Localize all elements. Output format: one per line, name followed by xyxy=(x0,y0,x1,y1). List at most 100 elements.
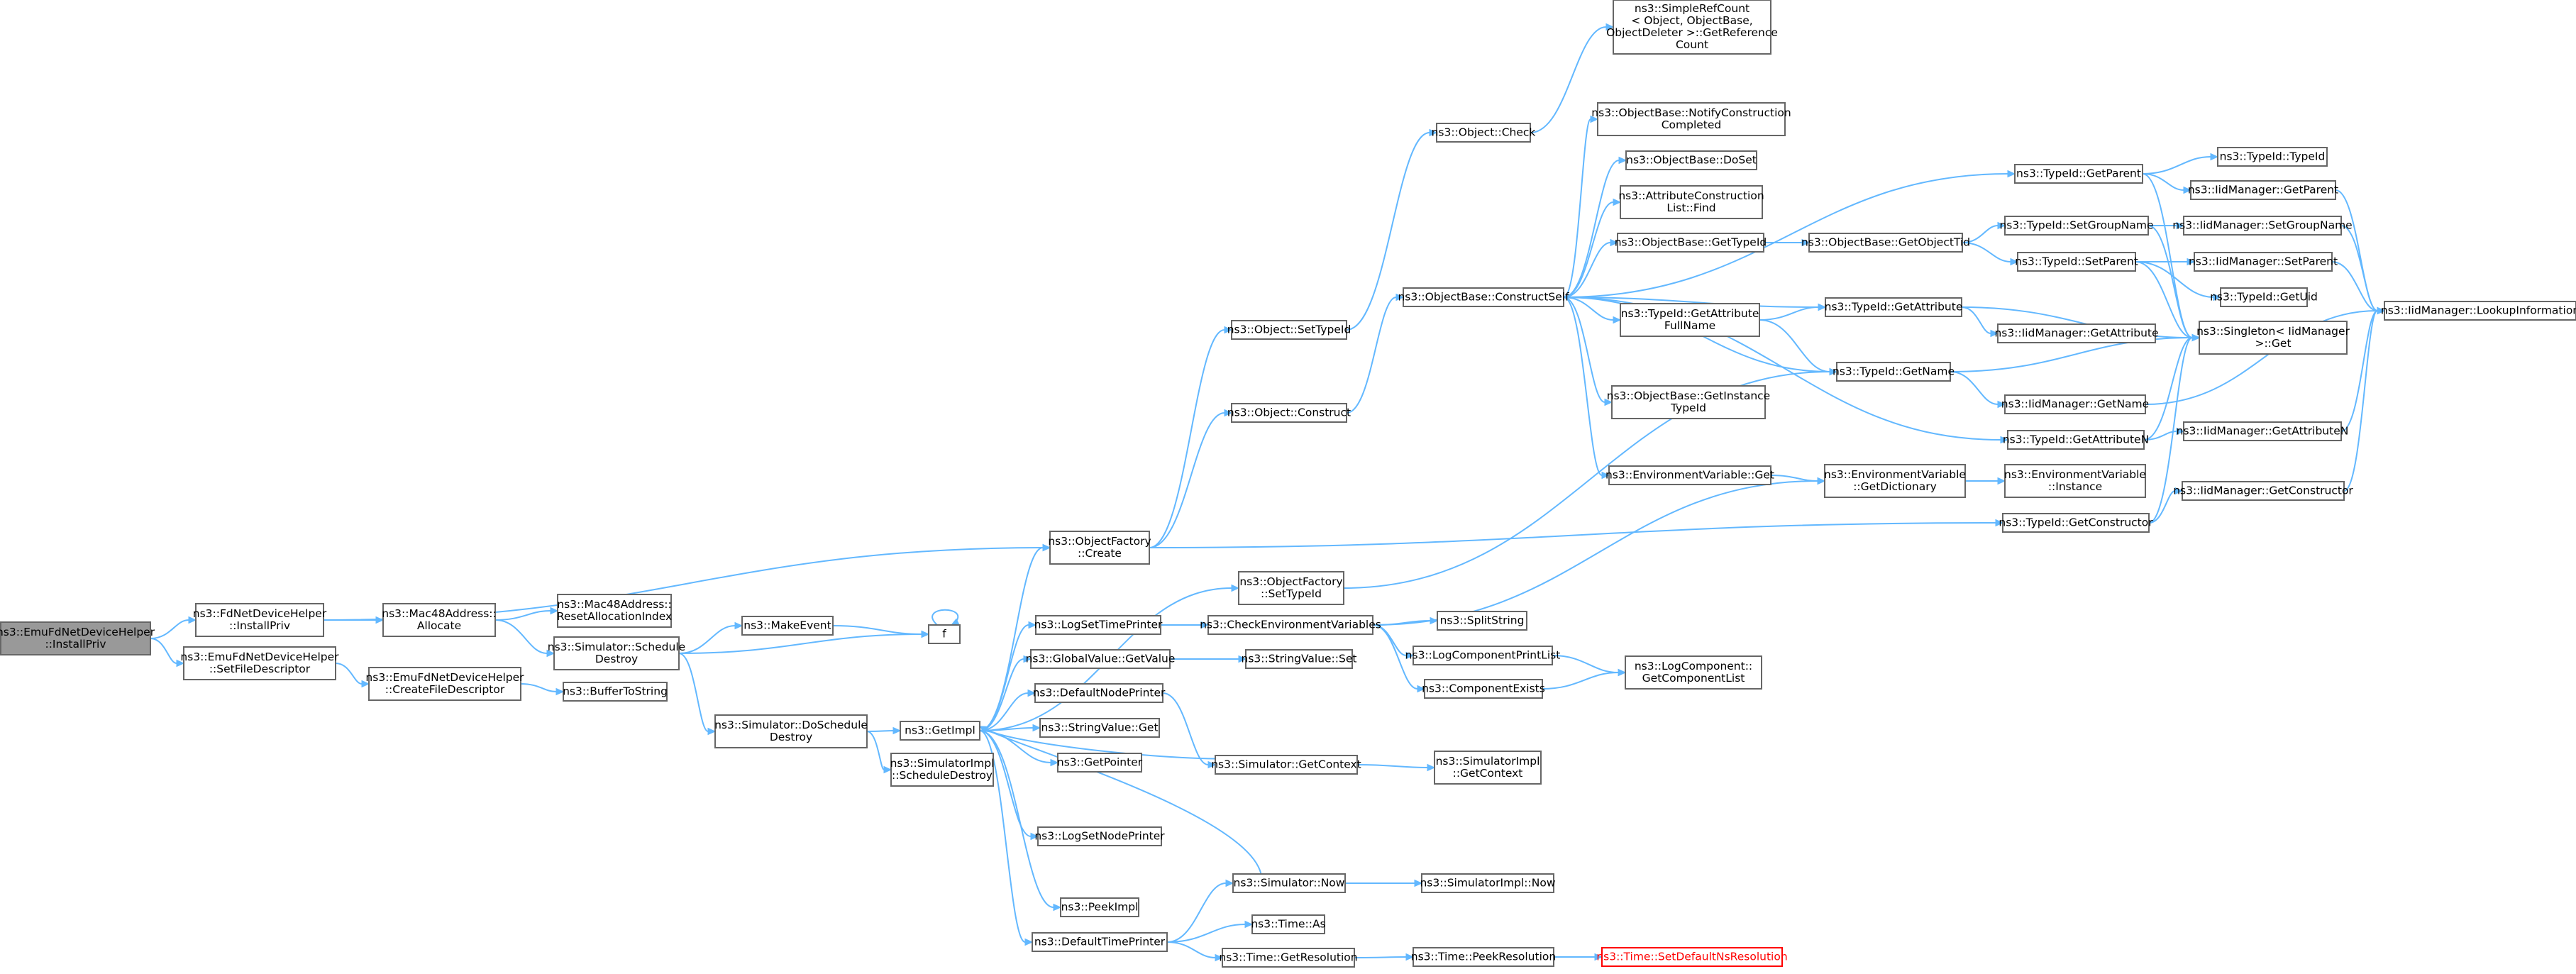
node-log-comp-print[interactable]: ns3::LogComponentPrintList xyxy=(1405,646,1561,665)
node-time-as[interactable]: ns3::Time::As xyxy=(1251,914,1326,934)
edge-arrow xyxy=(2377,306,2386,315)
node-sim-get-context[interactable]: ns3::Simulator::GetContext xyxy=(1211,755,1361,775)
node-tid-get-name[interactable]: ns3::TypeId::GetName xyxy=(1833,362,1955,382)
edge-arrow xyxy=(1405,651,1415,660)
node-time-set-default[interactable]: ns3::Time::SetDefaultNsResolution xyxy=(1596,947,1788,967)
node-time-peek-res[interactable]: ns3::Time::PeekResolution xyxy=(1411,947,1556,967)
node-split-string[interactable]: ns3::SplitString xyxy=(1437,611,1527,631)
node-env-get[interactable]: ns3::EnvironmentVariable::Get xyxy=(1605,465,1774,485)
node-label: ::InstallPriv xyxy=(45,638,106,651)
node-fd-install-priv[interactable]: ns3::FdNetDeviceHelper::InstallPriv xyxy=(193,603,327,637)
node-label: ns3::IidManager::GetName xyxy=(2001,398,2149,411)
node-time-get-res[interactable]: ns3::Time::GetResolution xyxy=(1219,948,1358,968)
node-obj-construct[interactable]: ns3::Object::Construct xyxy=(1227,403,1351,423)
node-box xyxy=(2004,216,2149,236)
node-obj-check[interactable]: ns3::Object::Check xyxy=(1432,123,1536,143)
node-simple-ref-count[interactable]: ns3::SimpleRefCount< Object, ObjectBase,… xyxy=(1606,0,1778,55)
node-construct-self[interactable]: ns3::ObjectBase::ConstructSelf xyxy=(1398,287,1569,307)
node-log-set-time[interactable]: ns3::LogSetTimePrinter xyxy=(1034,615,1163,635)
node-set-file-desc[interactable]: ns3::EmuFdNetDeviceHelper::SetFileDescri… xyxy=(180,646,339,680)
node-tid-get-constructor[interactable]: ns3::TypeId::GetConstructor xyxy=(1999,513,2153,533)
node-ob-get-object-tid[interactable]: ns3::ObjectBase::GetObjectTid xyxy=(1801,233,1970,253)
node-iid-set-group-name[interactable]: ns3::IidManager::SetGroupName xyxy=(2172,216,2353,236)
node-tid-set-group-name[interactable]: ns3::TypeId::SetGroupName xyxy=(1999,216,2154,236)
node-iid-set-parent[interactable]: ns3::IidManager::SetParent xyxy=(2189,252,2338,272)
node-get-impl[interactable]: ns3::GetImpl xyxy=(900,721,980,741)
node-tid-get-uid[interactable]: ns3::TypeId::GetUid xyxy=(2210,287,2318,307)
edge-arrow xyxy=(921,630,930,638)
node-iid-get-attr-n[interactable]: ns3::IidManager::GetAttributeN xyxy=(2177,421,2349,441)
node-tid-get-attribute[interactable]: ns3::TypeId::GetAttribute xyxy=(1825,297,1963,317)
node-iid-get-attribute[interactable]: ns3::IidManager::GetAttribute xyxy=(1994,323,2159,343)
node-sv-set[interactable]: ns3::StringValue::Set xyxy=(1242,649,1357,669)
node-gv-get-value[interactable]: ns3::GlobalValue::GetValue xyxy=(1026,649,1176,669)
node-create-file-desc[interactable]: ns3::EmuFdNetDeviceHelper::CreateFileDes… xyxy=(365,667,524,701)
node-f[interactable]: f xyxy=(928,624,961,644)
node-label: ns3::DefaultNodePrinter xyxy=(1033,687,1166,699)
node-env-instance[interactable]: ns3::EnvironmentVariable::Instance xyxy=(2004,464,2146,498)
edge-arrow xyxy=(707,727,717,736)
node-sched-destroy[interactable]: ns3::Simulator::ScheduleDestroy xyxy=(548,636,685,670)
edge-root-to-set-file-desc xyxy=(150,638,185,668)
node-ob-get-type-id[interactable]: ns3::ObjectBase::GetTypeId xyxy=(1615,233,1767,253)
node-iid-get-constructor[interactable]: ns3::IidManager::GetConstructor xyxy=(2173,481,2353,501)
edge-arrow xyxy=(2174,487,2184,495)
node-impl-get-context[interactable]: ns3::SimulatorImpl::GetContext xyxy=(1434,751,1542,785)
node-comp-exists[interactable]: ns3::ComponentExists xyxy=(1422,679,1545,699)
node-label: ns3::IidManager::GetParent xyxy=(2188,184,2338,197)
node-sv-get[interactable]: ns3::StringValue::Get xyxy=(1039,718,1160,738)
node-label: ns3::TypeId::GetUid xyxy=(2210,291,2318,304)
node-label: FullName xyxy=(1664,319,1715,332)
edge-tid-get-name-to-iid-get-name xyxy=(1950,371,2006,409)
node-sim-now[interactable]: ns3::Simulator::Now xyxy=(1232,873,1346,893)
edge-line xyxy=(1759,319,1830,372)
edge-line xyxy=(520,683,557,692)
edge-iid-set-parent-to-iid-lookup xyxy=(2331,261,2386,315)
node-tid-type-id[interactable]: ns3::TypeId::TypeId xyxy=(2217,147,2328,167)
node-ob-do-set[interactable]: ns3::ObjectBase::DoSet xyxy=(1625,150,1757,170)
node-of-create[interactable]: ns3::ObjectFactory::Create xyxy=(1048,531,1151,565)
edge-arrow xyxy=(2187,258,2196,266)
node-singleton-get[interactable]: ns3::Singleton< IidManager >::Get xyxy=(2196,321,2350,355)
node-check-env[interactable]: ns3::CheckEnvironmentVariables xyxy=(1200,615,1381,635)
edge-line xyxy=(2148,337,2193,524)
node-make-event[interactable]: ns3::MakeEvent xyxy=(741,616,834,636)
node-box xyxy=(1625,655,1762,690)
node-of-set-type-id[interactable]: ns3::ObjectFactory::SetTypeId xyxy=(1238,571,1344,605)
node-iid-get-name[interactable]: ns3::IidManager::GetName xyxy=(2001,394,2149,414)
node-box xyxy=(553,636,680,670)
node-impl-now[interactable]: ns3::SimulatorImpl::Now xyxy=(1420,873,1556,893)
node-log-set-node[interactable]: ns3::LogSetNodePrinter xyxy=(1034,826,1165,846)
node-tid-get-attr-n[interactable]: ns3::TypeId::GetAttributeN xyxy=(2003,430,2149,450)
edge-construct-self-to-env-get xyxy=(1563,297,1610,480)
node-tid-set-parent[interactable]: ns3::TypeId::SetParent xyxy=(2015,252,2138,272)
node-log-comp-get-list[interactable]: ns3::LogComponent::GetComponentList xyxy=(1625,655,1762,690)
node-buffer-to-string[interactable]: ns3::BufferToString xyxy=(563,682,668,702)
node-peek-impl[interactable]: ns3::PeekImpl xyxy=(1060,897,1139,917)
node-env-get-dict[interactable]: ns3::EnvironmentVariable::GetDictionary xyxy=(1824,464,1966,498)
edge-ob-get-object-tid-to-tid-set-group-name xyxy=(1962,221,2006,243)
node-mac-allocate[interactable]: ns3::Mac48Address::Allocate xyxy=(382,603,497,637)
node-iid-lookup[interactable]: ns3::IidManager::LookupInformation xyxy=(2381,301,2576,321)
node-mac-reset[interactable]: ns3::Mac48Address::ResetAllocationIndex xyxy=(557,594,672,628)
node-impl-sched-destroy[interactable]: ns3::SimulatorImpl::ScheduleDestroy xyxy=(890,753,995,787)
node-obj-set-type-id[interactable]: ns3::Object::SetTypeId xyxy=(1227,320,1351,340)
node-get-pointer[interactable]: ns3::GetPointer xyxy=(1057,753,1143,773)
edge-ob-get-type-id-to-ob-get-object-tid xyxy=(1763,238,1811,247)
edge-get-impl-to-peek-impl xyxy=(979,730,1062,912)
edge-arrow xyxy=(1604,398,1613,406)
edge-mac-allocate-to-sched-destroy xyxy=(494,619,555,658)
node-root[interactable]: ns3::EmuFdNetDeviceHelper::InstallPriv xyxy=(0,621,155,655)
node-label: ns3::SplitString xyxy=(1440,614,1525,627)
node-def-time-printer[interactable]: ns3::DefaultTimePrinter xyxy=(1032,932,1168,952)
node-label: ns3::Object::Construct xyxy=(1227,406,1351,419)
node-notify-constr[interactable]: ns3::ObjectBase::NotifyConstructionCompl… xyxy=(1591,102,1791,136)
edge-line xyxy=(150,638,177,664)
node-def-node-printer[interactable]: ns3::DefaultNodePrinter xyxy=(1033,683,1166,703)
node-iid-get-parent[interactable]: ns3::IidManager::GetParent xyxy=(2188,180,2338,200)
node-tid-get-parent[interactable]: ns3::TypeId::GetParent xyxy=(2014,164,2143,184)
